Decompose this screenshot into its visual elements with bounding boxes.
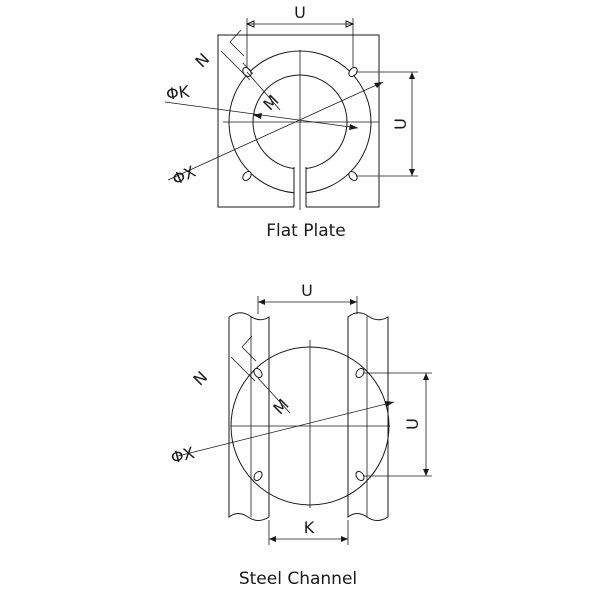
flat-plate-phi-x-label: ΦX [169,162,198,189]
steel-channel-hole [355,367,365,379]
steel-channel-hole [253,470,263,482]
flat-plate-u-right-label: U [391,118,410,130]
flat-plate-caption: Flat Plate [266,221,346,241]
flat-plate-figure: U N ΦK M ΦX [165,3,418,241]
flat-plate-hole [242,171,252,181]
flat-plate-m-label: M [259,91,282,114]
steel-channel-u-right-label: U [403,418,422,430]
steel-channel-k-label: K [304,518,315,537]
steel-channel-u-top-label: U [301,281,313,300]
steel-channel-figure: U N M ΦX U [169,281,432,589]
steel-channel-hole [355,470,365,482]
flat-plate-hole [348,67,358,77]
steel-channel-caption: Steel Channel [239,569,357,589]
flat-plate-hole [348,171,358,181]
steel-channel-n-label: N [189,367,211,389]
steel-channel-phi-x-label: ΦX [169,443,197,467]
flat-plate-u-top-label: U [294,3,306,22]
steel-channel-hole [253,367,263,379]
steel-channel-m-label: M [269,395,292,418]
flat-plate-n-label: N [191,49,213,71]
steel-channel-right [347,312,389,521]
steel-channel-left [228,312,270,521]
flat-plate-phi-k-label: ΦK [165,82,191,104]
